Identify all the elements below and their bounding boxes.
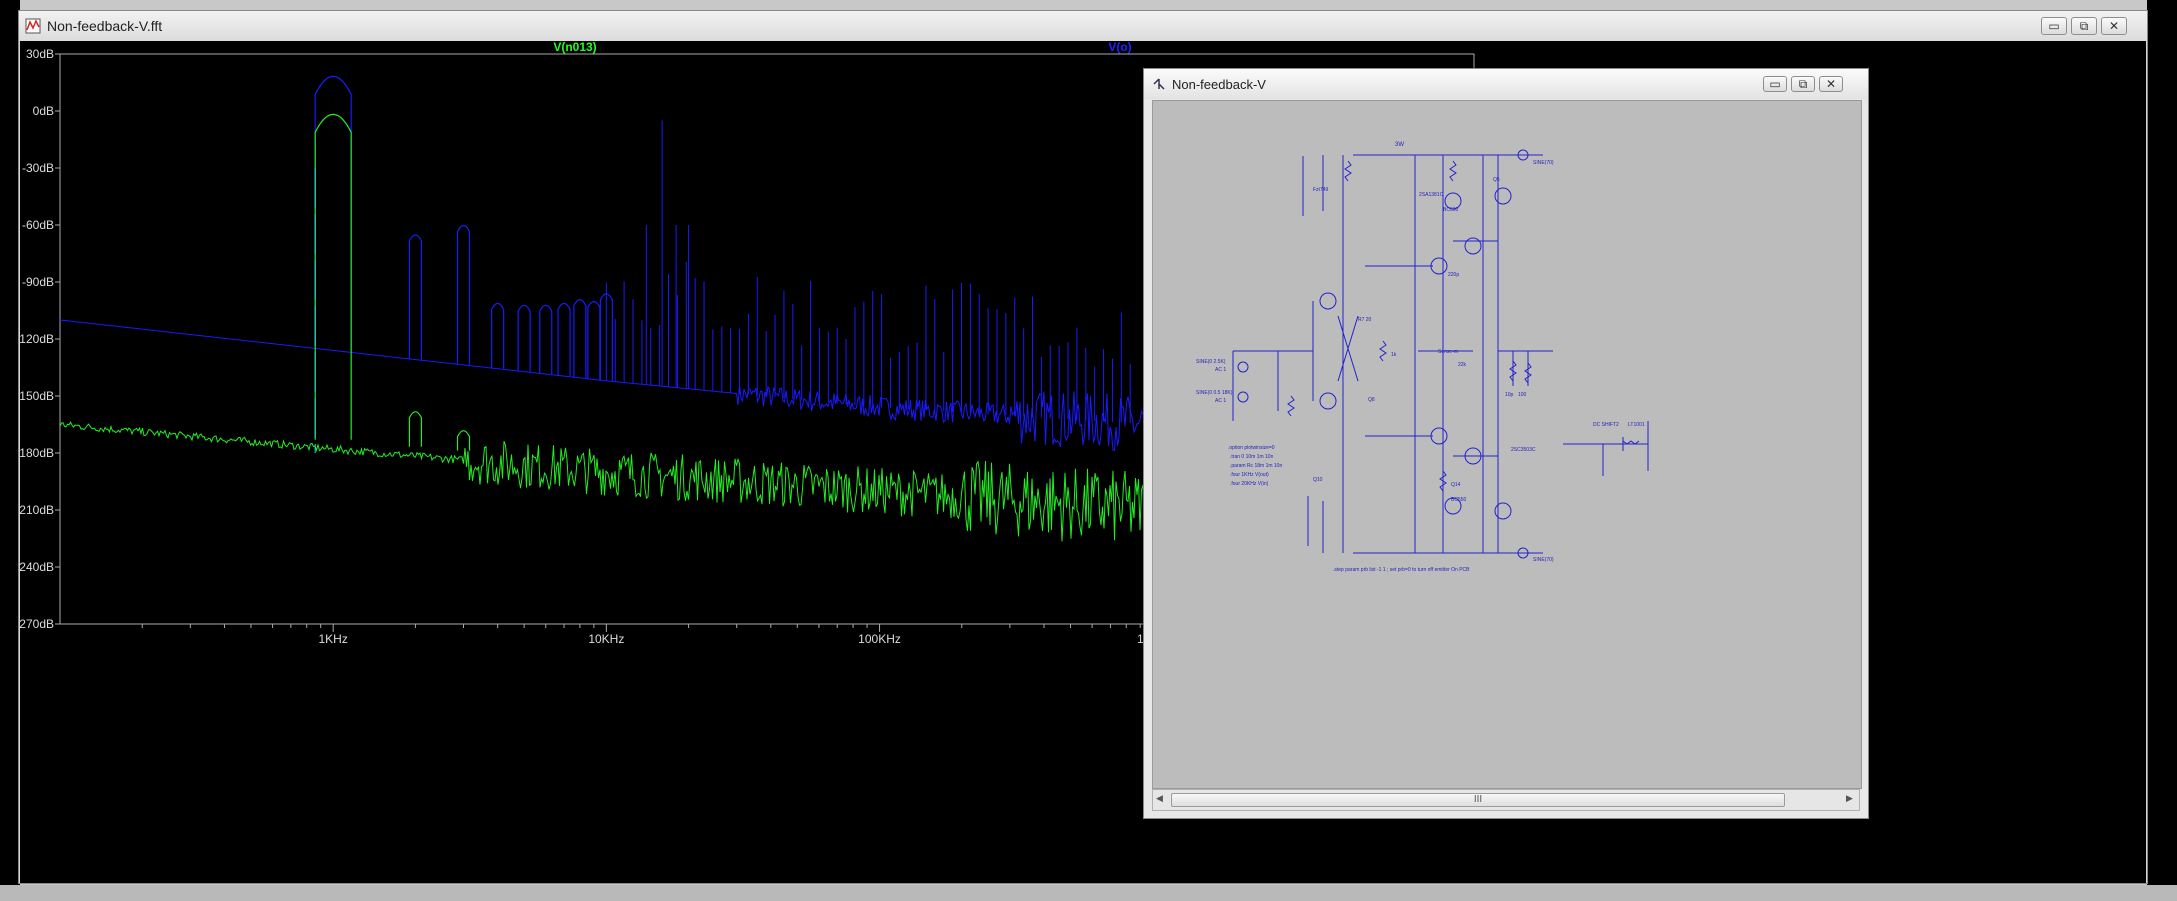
blue-harmonic-peak <box>517 304 531 372</box>
y-tick-label: 30dB <box>26 47 54 61</box>
schematic-part-label: 1k <box>1391 352 1397 358</box>
schematic-part-label: 22k <box>1458 362 1467 368</box>
y-tick-label: -30dB <box>22 161 54 175</box>
schematic-window-title: Non-feedback-V <box>1172 77 1266 92</box>
schematic-canvas[interactable]: 3W Fzt749 SINE(0 2.5K) AC 1 SINE(0 0.5 1… <box>1152 100 1862 789</box>
x-tick-label: 1KHz <box>319 632 348 646</box>
y-tick-label: -60dB <box>22 218 54 232</box>
schematic-close-button[interactable]: ✕ <box>1819 76 1843 92</box>
desktop-background-right <box>2147 0 2177 901</box>
desktop-background-left <box>0 0 20 901</box>
blue-harmonic-peak <box>539 304 553 375</box>
minimize-button[interactable]: ▭ <box>2041 17 2067 35</box>
x-tick-label: 10KHz <box>588 632 624 646</box>
y-tick-label: 0dB <box>33 104 54 118</box>
y-tick-label: -150dB <box>20 389 54 403</box>
schematic-step-directive: .step param prb list -1 1 ; set prb=0 to… <box>1333 567 1470 573</box>
schematic-net-3w: 3W <box>1395 142 1404 148</box>
schematic-part-label: 2SA1381C <box>1419 192 1444 198</box>
schematic-part-label: Q14 <box>1451 482 1461 488</box>
green-harmonic-peak <box>408 411 423 447</box>
close-icon: ✕ <box>2108 19 2120 33</box>
blue-harmonic-peak <box>491 302 505 369</box>
schematic-part-label: BC550 <box>1451 497 1467 503</box>
schematic-power-label: SINE(70) <box>1533 557 1554 563</box>
schematic-part-label: 2SC3503C <box>1511 447 1536 453</box>
schematic-wires <box>1232 154 1649 554</box>
schematic-part-label: 10p <box>1505 392 1514 398</box>
schematic-directive: .tran 0 10m 1m 10n <box>1230 454 1274 460</box>
blue-harmonic-peak <box>456 224 471 365</box>
y-tick-label: -90dB <box>22 275 54 289</box>
schematic-source-label: AC 1 <box>1215 367 1226 373</box>
waveform-window-title: Non-feedback-V.fft <box>47 18 163 34</box>
schematic-restore-button[interactable]: ⧉ <box>1791 76 1815 92</box>
y-tick-label: -240dB <box>20 560 54 574</box>
y-tick-label: -120dB <box>20 332 54 346</box>
y-tick-label: -210dB <box>20 503 54 517</box>
x-tick-label: 100KHz <box>858 632 901 646</box>
blue-harmonic-peak <box>587 300 601 380</box>
schematic-part-label: R7 20 <box>1358 317 1372 323</box>
close-icon: ✕ <box>1825 77 1837 91</box>
schematic-directive: .param Rc 18m 1m 10n <box>1230 463 1282 469</box>
y-tick-label: -180dB <box>20 446 54 460</box>
trace-label: V(o) <box>1108 41 1131 54</box>
waveform-window-titlebar[interactable]: Non-feedback-V.fft ▭ ⧉ ✕ <box>19 11 2147 41</box>
fft-plot[interactable]: 30dB 0dB -30dB -60dB -90dB -120dB -150dB -180dB… <box>20 41 2146 883</box>
schematic-drawing[interactable]: 3W Fzt749 SINE(0 2.5K) AC 1 SINE(0 0.5 1… <box>1153 101 1861 788</box>
schematic-directive: .four 1KHz V(out) <box>1230 472 1269 478</box>
minimize-icon: ▭ <box>1769 77 1781 91</box>
scroll-left-icon[interactable]: ◀ <box>1156 793 1163 803</box>
schematic-window-titlebar[interactable]: Non-feedback-V ▭ ⧉ ✕ <box>1144 69 1868 99</box>
blue-harmonic-peak <box>314 76 352 351</box>
trace-label: V(n013) <box>553 41 596 54</box>
close-button[interactable]: ✕ <box>2101 17 2127 35</box>
schematic-ref-label: LT1001 <box>1628 422 1645 428</box>
schematic-part-label: Fzt749 <box>1313 187 1329 193</box>
schematic-app-icon <box>1153 78 1165 90</box>
restore-icon: ⧉ <box>2079 19 2089 33</box>
scroll-right-icon[interactable]: ▶ <box>1846 793 1853 803</box>
blue-harmonic-peak <box>573 299 587 378</box>
schematic-horizontal-scrollbar[interactable]: ◀ III ▶ <box>1152 789 1860 811</box>
desktop-background-bottom <box>0 885 2177 901</box>
schematic-dc-shift-label: DC SHIFT2 <box>1593 422 1619 428</box>
schematic-part-label: Q10 <box>1313 477 1323 483</box>
schematic-labels: 3W Fzt749 SINE(0 2.5K) AC 1 SINE(0 0.5 1… <box>1196 142 1645 573</box>
green-harmonic-peak <box>456 430 471 451</box>
schematic-window[interactable]: Non-feedback-V ▭ ⧉ ✕ <box>1143 68 1869 819</box>
restore-icon: ⧉ <box>1798 77 1808 91</box>
schematic-part-label: 220p <box>1448 272 1459 278</box>
schematic-power-label: SINE(70) <box>1533 160 1554 166</box>
schematic-minimize-button[interactable]: ▭ <box>1763 76 1787 92</box>
schematic-source-label: SINE(0 0.5 18K) <box>1196 390 1233 396</box>
schematic-directive: .four 20KHz V(in) <box>1230 481 1269 487</box>
schematic-source-label: AC 1 <box>1215 398 1226 404</box>
waveform-app-icon <box>25 18 41 34</box>
blue-harmonic-peak <box>408 234 423 360</box>
schematic-symbols <box>1237 149 1640 559</box>
schematic-part-label: BC560 <box>1443 207 1459 213</box>
blue-harmonic-peak <box>557 302 571 377</box>
schematic-sense-label: Sense-m <box>1438 349 1458 355</box>
schematic-part-label: Q8 <box>1368 397 1375 403</box>
minimize-icon: ▭ <box>2048 19 2060 33</box>
y-tick-label: -270dB <box>20 617 54 631</box>
scrollbar-grip: III <box>1473 794 1483 805</box>
schematic-part-label: 100 <box>1518 392 1527 398</box>
green-harmonic-peak <box>314 114 352 440</box>
schematic-part-label: Q5 <box>1493 177 1500 183</box>
schematic-directive: .option plotwinsize=0 <box>1228 445 1275 451</box>
restore-button[interactable]: ⧉ <box>2071 17 2097 35</box>
schematic-source-label: SINE(0 2.5K) <box>1196 359 1226 365</box>
scrollbar-thumb[interactable]: III <box>1171 793 1785 807</box>
